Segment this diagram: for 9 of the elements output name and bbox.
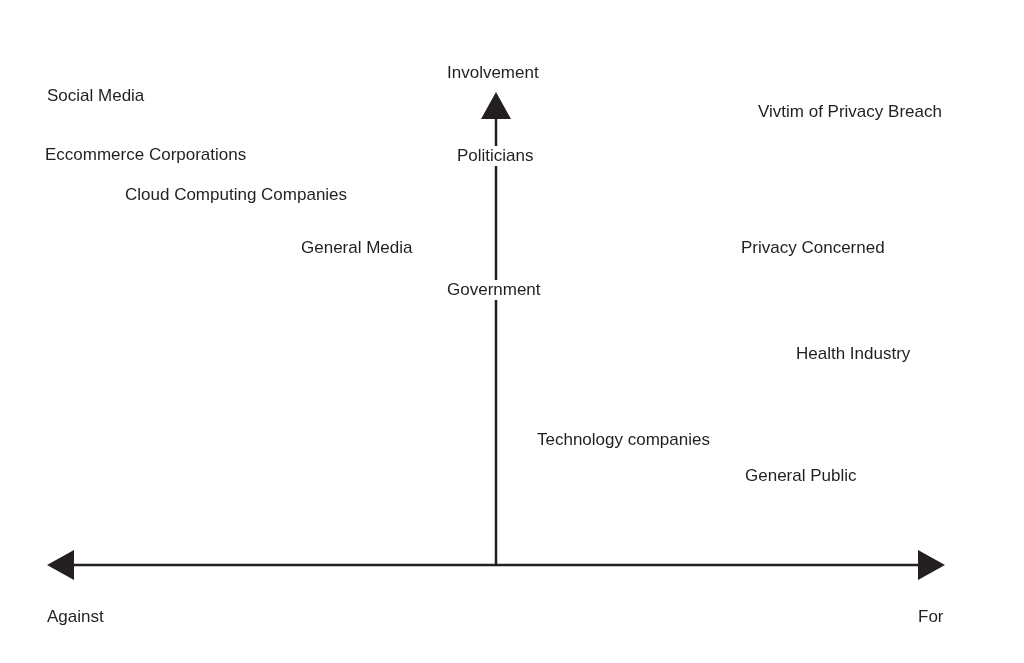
stakeholder-label: Politicians (457, 146, 534, 166)
stakeholder-label: Technology companies (537, 430, 710, 450)
stakeholder-label: Health Industry (796, 344, 911, 364)
axis-end-label: Against (47, 607, 104, 627)
stakeholder-label: Eccommerce Corporations (45, 145, 247, 165)
stakeholder-label: Cloud Computing Companies (125, 185, 348, 205)
stakeholder-label: Vivtim of Privacy Breach (758, 102, 942, 122)
stakeholder-label: Government (447, 280, 541, 300)
stakeholder-label: Privacy Concerned (741, 238, 885, 258)
